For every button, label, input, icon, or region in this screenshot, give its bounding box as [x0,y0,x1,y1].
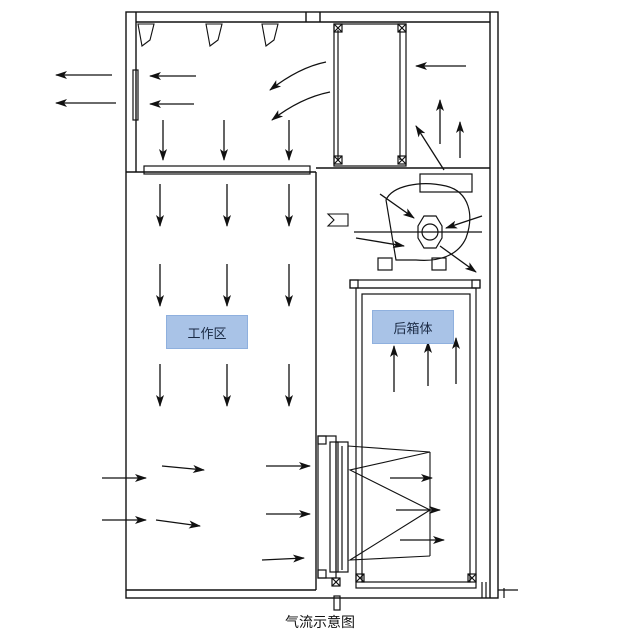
work-zone-label: 工作区 [166,315,248,349]
arrow-right [261,554,305,563]
arrow-diagonal [379,193,415,219]
arrow-diagonal [415,125,445,171]
floor-and-drain [333,582,518,611]
nozzle [261,23,279,47]
airflow-arrows [55,61,483,563]
arrow-diagonal [439,245,477,273]
centrifugal-blower [354,173,482,271]
cabinet-frame [125,11,499,599]
arrow-right [155,519,201,529]
arrow-right [161,464,205,473]
arrow-diagonal [269,61,327,91]
return-air-filter [317,435,349,587]
wall-louver [132,69,139,121]
ceiling-filter [143,165,311,175]
rear-box-frame [349,279,481,589]
top-filter-unit [333,23,407,167]
arrow-diagonal [445,215,483,229]
pleated-filter-media [347,445,432,561]
side-nozzle [326,213,349,227]
rear-box-label: 后箱体 [372,310,454,344]
nozzle [137,23,155,47]
diagram-caption: 气流示意图 [285,615,355,631]
arrow-diagonal [271,91,331,121]
arrow-diagonal [355,237,405,249]
top-air-nozzles [137,23,279,47]
nozzle [205,23,223,47]
